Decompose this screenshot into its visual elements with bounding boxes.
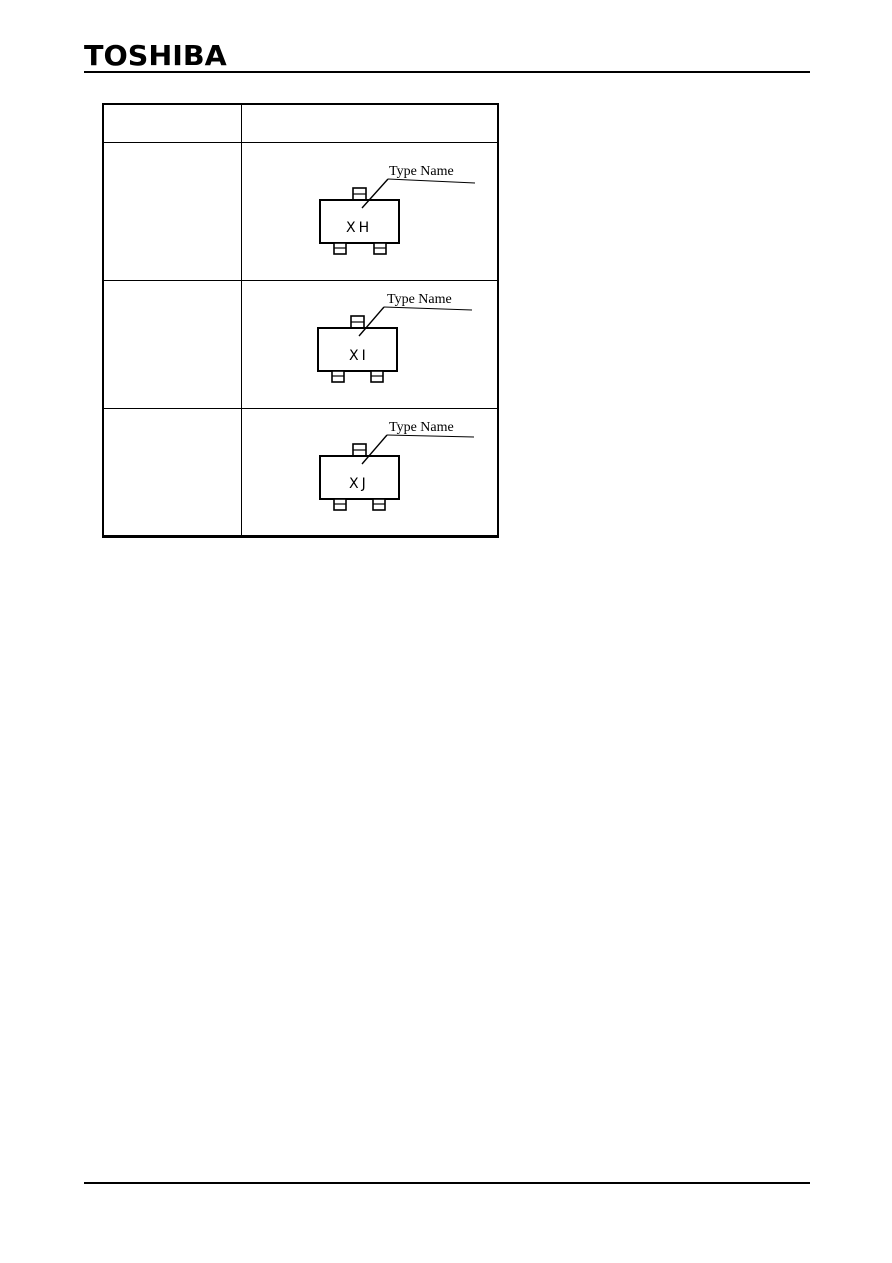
- toshiba-logo: TOSHIBA: [84, 39, 227, 72]
- type-name-label: Type Name: [389, 420, 454, 435]
- table-row: XI Type Name: [104, 281, 497, 409]
- column-divider: [241, 105, 242, 535]
- header-rule: [84, 71, 810, 73]
- part-cell: [104, 143, 241, 280]
- type-mark: XJ: [349, 476, 369, 492]
- type-mark: XH: [346, 220, 372, 236]
- type-mark: XI: [349, 348, 369, 364]
- marking-cell: XJ Type Name: [242, 409, 497, 537]
- package-diagram: XH Type Name: [319, 164, 476, 255]
- table-row: XJ Type Name: [104, 409, 497, 537]
- part-cell: [104, 409, 241, 537]
- footer-rule: [84, 1182, 810, 1184]
- package-diagram: XJ Type Name: [319, 420, 475, 511]
- package-diagram: XI Type Name: [317, 292, 473, 383]
- type-name-label: Type Name: [389, 164, 454, 179]
- part-cell: [104, 281, 241, 408]
- table-header-row: [104, 105, 497, 143]
- marking-cell: XI Type Name: [242, 281, 497, 408]
- marking-table: XH Type Name XI Type Name: [102, 103, 499, 538]
- marking-cell: XH Type Name: [242, 143, 497, 280]
- table-row: XH Type Name: [104, 143, 497, 281]
- header-cell-marking: [242, 105, 497, 142]
- header-cell-part: [104, 105, 241, 142]
- type-name-label: Type Name: [387, 292, 452, 307]
